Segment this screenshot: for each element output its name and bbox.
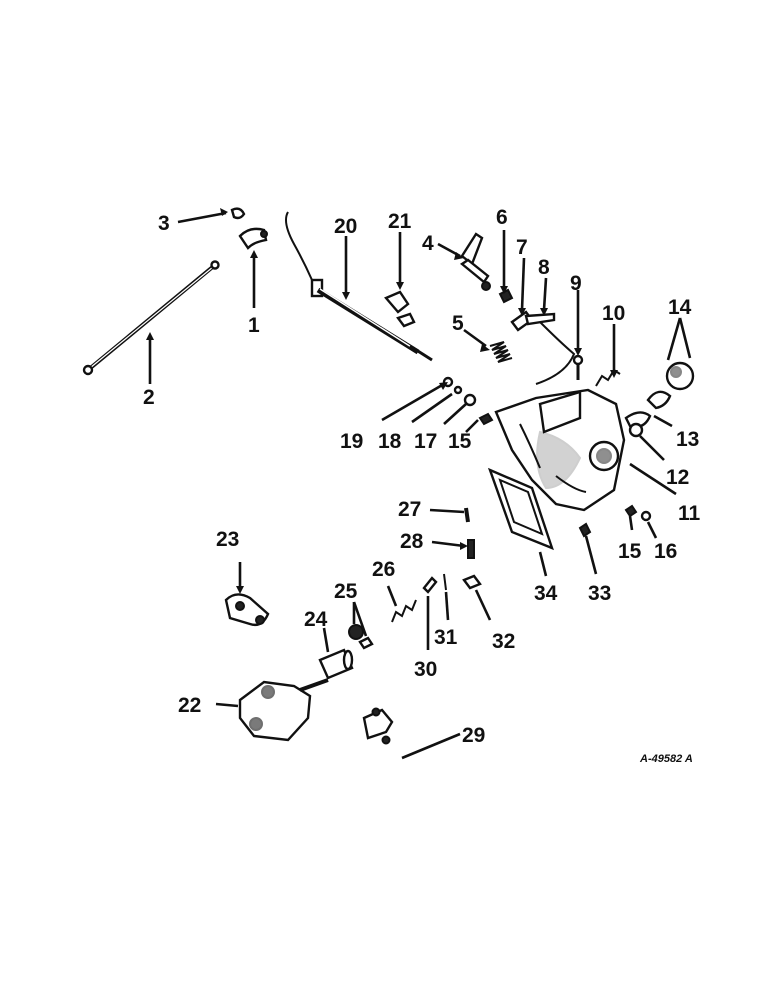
part-33-pin xyxy=(578,522,592,538)
callout-19: 19 xyxy=(340,430,363,453)
callout-4: 4 xyxy=(422,232,434,255)
part-26-spring xyxy=(391,599,417,623)
callout-30: 30 xyxy=(414,658,437,681)
part-31-pin xyxy=(443,573,447,591)
callout-15-b: 15 xyxy=(618,540,642,563)
part-9-screw xyxy=(572,354,584,380)
part-18-washer xyxy=(453,385,463,395)
callout-15-a: 15 xyxy=(448,430,472,453)
part-24-sleeve xyxy=(318,648,354,680)
callout-23: 23 xyxy=(216,528,239,551)
part-16-screw xyxy=(640,510,652,522)
part-6-pin xyxy=(498,288,514,304)
part-8-arm xyxy=(524,312,576,385)
callout-27: 27 xyxy=(398,498,421,521)
callout-32: 32 xyxy=(492,630,515,653)
callout-16: 16 xyxy=(654,540,677,563)
callout-3: 3 xyxy=(158,212,170,235)
callout-12: 12 xyxy=(666,466,689,489)
part-34-gasket xyxy=(487,467,554,551)
part-25-ball xyxy=(348,624,374,650)
callout-24: 24 xyxy=(304,608,328,631)
part-14-knob xyxy=(646,361,695,410)
leader-lines xyxy=(146,208,692,760)
part-2-rod xyxy=(82,260,220,376)
part-1-clevis xyxy=(238,227,268,250)
callout-13: 13 xyxy=(676,428,699,451)
callout-18: 18 xyxy=(378,430,402,453)
reference-code: A-49582 A xyxy=(639,753,693,765)
part-29-bracket xyxy=(362,707,394,745)
part-27-pin xyxy=(464,507,470,523)
callout-7: 7 xyxy=(516,236,528,259)
callout-20: 20 xyxy=(334,215,357,238)
part-28-bushing xyxy=(467,539,475,559)
callout-14: 14 xyxy=(668,296,692,319)
part-22-valve-body xyxy=(238,678,329,742)
part-15-pin-b xyxy=(624,504,638,518)
callout-21: 21 xyxy=(388,210,412,233)
callout-34: 34 xyxy=(534,582,558,605)
part-15-pin-a xyxy=(478,412,494,426)
callout-2: 2 xyxy=(143,386,155,409)
callout-33: 33 xyxy=(588,582,611,605)
callout-29: 29 xyxy=(462,724,485,747)
callout-8: 8 xyxy=(538,256,550,279)
callout-9: 9 xyxy=(570,272,582,295)
callout-6: 6 xyxy=(496,206,508,229)
callout-28: 28 xyxy=(400,530,424,553)
part-32-nut xyxy=(462,574,482,590)
callout-25: 25 xyxy=(334,580,358,603)
part-11-housing xyxy=(494,388,626,512)
part-30-pin xyxy=(422,576,438,594)
callout-17: 17 xyxy=(414,430,437,453)
part-4-bracket xyxy=(459,232,491,291)
part-3-clip xyxy=(230,207,246,220)
part-23-clevis xyxy=(224,593,270,627)
callout-22: 22 xyxy=(178,694,201,717)
part-12-washer xyxy=(628,422,644,438)
part-20-lever xyxy=(285,211,433,362)
part-17-ring xyxy=(463,393,477,407)
callout-10: 10 xyxy=(602,302,625,325)
callout-31: 31 xyxy=(434,626,458,649)
part-21-bracket xyxy=(384,290,416,328)
callout-26: 26 xyxy=(372,558,395,581)
callout-5: 5 xyxy=(452,312,464,335)
callout-1: 1 xyxy=(248,314,260,337)
callouts: 3 1 2 20 21 4 6 7 8 5 9 10 14 13 12 11 1… xyxy=(143,206,701,765)
part-5-spring xyxy=(489,341,513,363)
callout-11: 11 xyxy=(678,502,701,525)
